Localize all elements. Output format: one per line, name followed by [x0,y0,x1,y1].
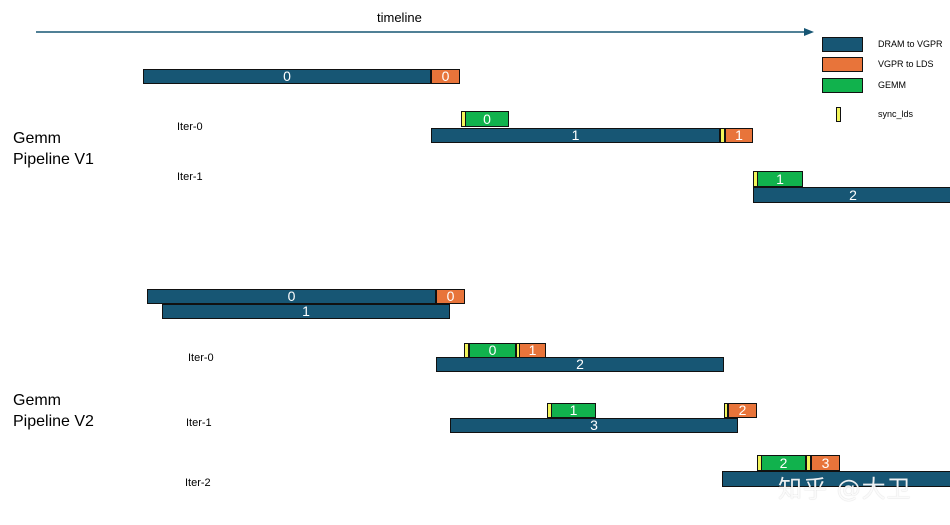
block-dram: 2 [436,357,724,372]
legend-swatch-gemm [822,78,863,93]
block-label: 1 [302,303,310,319]
block-vgpr: 0 [436,289,465,304]
iteration-label: Iter-2 [185,477,211,489]
legend-label-vgpr: VGPR to LDS [878,59,934,69]
block-gemm: 1 [757,171,803,187]
legend-label-gemm: GEMM [878,80,906,90]
block-label: 0 [283,68,291,84]
block-vgpr: 3 [811,455,840,471]
block-vgpr: 1 [725,128,753,143]
iteration-label: Iter-1 [177,171,203,183]
block-label: 0 [441,68,450,84]
block-label: 3 [590,417,598,433]
iteration-label: Iter-1 [186,417,212,429]
sync-lds-marker [806,455,811,471]
block-label: 0 [488,342,497,358]
iteration-label: Iter-0 [188,352,214,364]
timeline-label: timeline [377,10,422,25]
block-label: 1 [735,127,743,143]
block-vgpr: 1 [519,343,546,358]
block-label: 0 [483,111,491,127]
block-dram: 1 [162,304,450,319]
block-label: 3 [821,455,830,471]
sync-lds-marker [720,128,725,143]
block-label: 1 [528,342,537,358]
block-label: 2 [849,187,857,203]
block-dram [722,471,950,487]
block-label: 2 [576,356,584,372]
sync-lds-marker [724,403,728,418]
timeline-arrowhead [804,28,814,36]
legend-swatch-sync [836,107,841,122]
block-dram: 1 [431,128,720,143]
watermark: 知乎 @大卫 [778,475,912,503]
block-dram: 0 [147,289,436,304]
block-label: 2 [738,402,747,418]
block-label: 0 [287,288,296,304]
legend-swatch-dram [822,37,863,52]
iteration-label: Iter-0 [177,121,203,133]
block-label: 1 [569,402,578,418]
block-vgpr: 2 [728,403,757,418]
block-gemm: 0 [465,111,509,127]
section-title-1: Gemm Pipeline V2 [13,392,94,430]
block-label: 2 [779,455,788,471]
section-title-0: Gemm Pipeline V1 [13,130,94,168]
legend-swatch-vgpr [822,57,863,72]
block-label: 0 [446,288,455,304]
block-label: 1 [776,171,784,187]
block-vgpr: 0 [431,69,460,84]
legend-label-dram: DRAM to VGPR [878,39,943,49]
block-gemm: 1 [551,403,596,418]
legend-label-sync: sync_lds [878,109,914,119]
block-dram: 2 [753,187,950,203]
block-dram: 0 [143,69,431,84]
block-gemm: 2 [761,455,806,471]
block-dram: 3 [450,418,738,433]
block-label: 1 [571,127,580,143]
block-gemm: 0 [469,343,516,358]
